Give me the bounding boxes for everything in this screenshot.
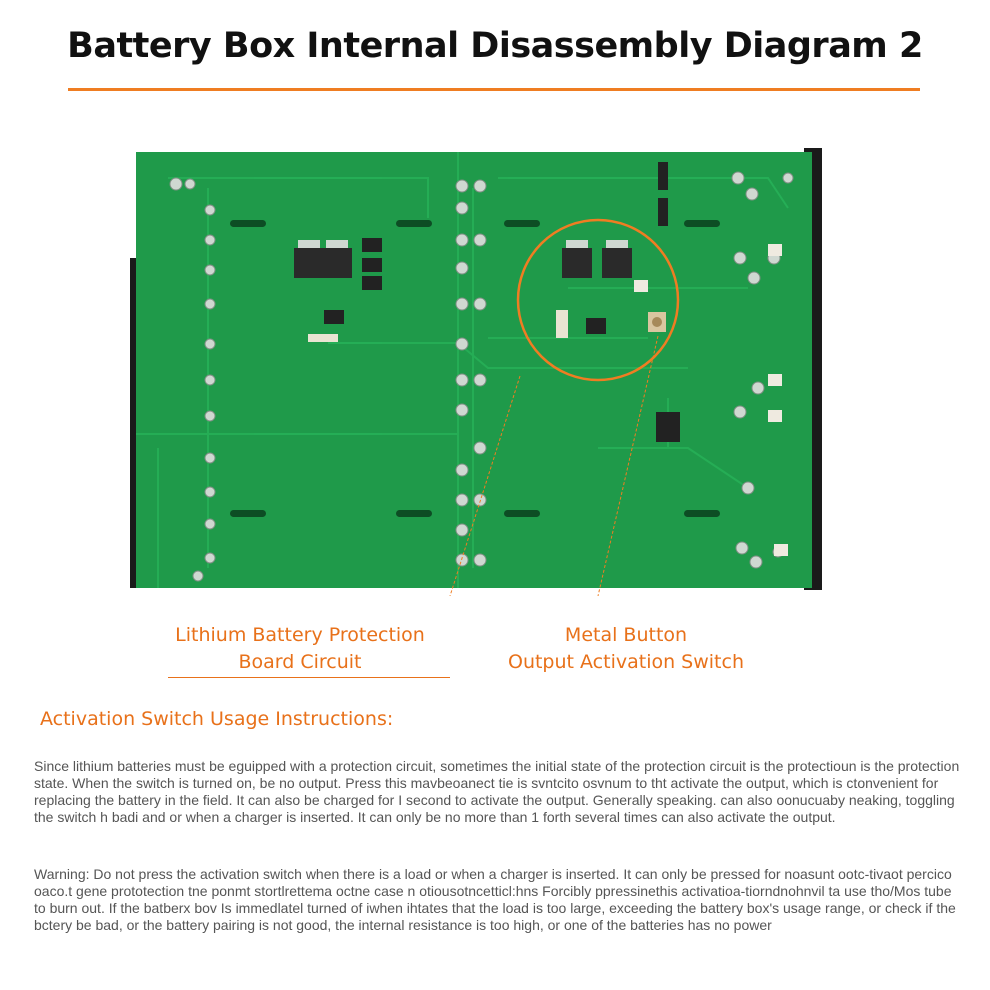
title-divider xyxy=(68,88,920,91)
page-title: Battery Box Internal Disassembly Diagram… xyxy=(67,26,923,66)
warning-paragraph: Warning: Do not press the activation swi… xyxy=(34,866,956,933)
case-edge-left xyxy=(130,258,140,588)
mosfet-group-left xyxy=(294,238,382,342)
callout-left-line1: Lithium Battery Protection xyxy=(175,624,425,646)
callout-right-line2: Output Activation Switch xyxy=(507,651,744,673)
highlight-circle xyxy=(516,218,680,382)
callout-metal-button: Metal Button Output Activation Switch xyxy=(490,622,762,676)
callout-left-line2: Board Circuit xyxy=(238,651,362,673)
instructions-paragraph: Since lithium batteries must be eguipped… xyxy=(34,758,960,825)
pcb-photo xyxy=(128,148,822,596)
callout-protection-board: Lithium Battery Protection Board Circuit xyxy=(150,622,450,676)
mosfet-group-circled xyxy=(556,240,666,338)
callout-underline xyxy=(168,677,450,678)
callout-right-line1: Metal Button xyxy=(564,624,688,646)
instructions-heading: Activation Switch Usage Instructions: xyxy=(40,708,394,730)
